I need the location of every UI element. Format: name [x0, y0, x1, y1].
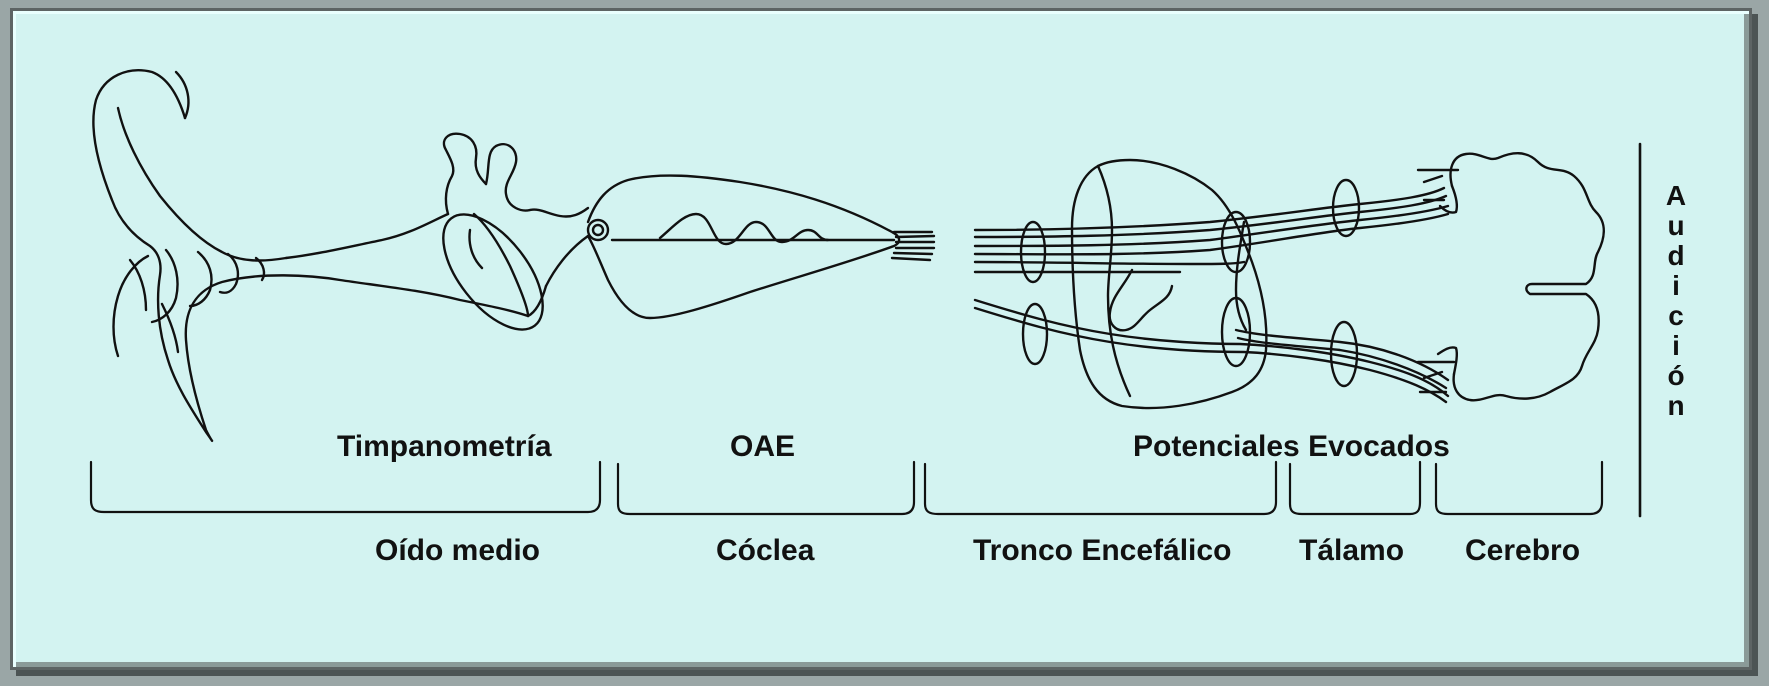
audicion-letter: c — [1668, 302, 1684, 332]
bracket-tronco — [925, 462, 1276, 514]
bracket-talamo — [1290, 462, 1420, 514]
audicion-letter: i — [1672, 272, 1680, 302]
label-timpanometria: Timpanometría — [337, 432, 552, 462]
bracket-cerebro — [1436, 462, 1602, 514]
middle-ear-illustration — [424, 134, 608, 347]
outer-ear-illustration — [93, 70, 528, 441]
label-tronco-encefalico: Tronco Encefálico — [973, 536, 1231, 566]
label-oae: OAE — [730, 432, 795, 462]
audicion-letter: A — [1666, 182, 1686, 212]
audicion-letter: d — [1667, 242, 1684, 272]
label-audicion-vertical: A u d i c i ó n — [1656, 182, 1696, 422]
audicion-letter: ó — [1667, 362, 1684, 392]
label-potenciales-evocados: Potenciales Evocados — [1133, 432, 1450, 462]
label-cerebro: Cerebro — [1465, 536, 1580, 566]
audicion-letter: u — [1667, 212, 1684, 242]
cochlea-illustration — [588, 176, 934, 318]
label-oido-medio: Oído medio — [375, 536, 540, 566]
audicion-letter: i — [1672, 332, 1680, 362]
bracket-oido-medio — [91, 462, 600, 512]
bracket-coclea — [618, 462, 914, 514]
central-pathway-illustration — [975, 153, 1604, 408]
label-coclea: Cóclea — [716, 536, 814, 566]
audicion-letter: n — [1667, 392, 1684, 422]
label-talamo: Tálamo — [1299, 536, 1404, 566]
